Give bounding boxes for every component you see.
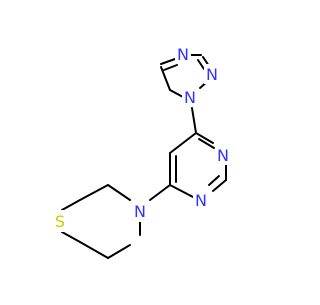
bond-triazole-n-c-double-right-2 — [197, 59, 205, 70]
atom-n-triazole-right: N — [206, 65, 218, 84]
atom-n-pyrimidine-upper: N — [217, 146, 229, 165]
bond-pyrimidine-thiomorpholine — [149, 184, 171, 201]
bond-pyr-c-n-lower-double-2 — [208, 175, 220, 186]
atom-labels: N N N N N N S — [52, 44, 231, 232]
pyrimidine-ring — [169, 132, 227, 198]
bond-thio-c-c-upper — [79, 184, 109, 201]
bond-triazole-c-c — [160, 66, 171, 91]
bond-pyr-n-c-bottom — [169, 184, 194, 198]
bond-pyr-c-n-double — [195, 132, 214, 144]
bond-thio-c-n-lower — [107, 244, 131, 259]
bond-pyr-c-c-top — [169, 132, 197, 154]
label-bg-s-thio — [52, 210, 68, 232]
bond-triazole-n-c-double — [160, 58, 176, 65]
label-bg-n-thio — [132, 200, 148, 222]
bond-pyr-c-n-lower-double — [212, 179, 227, 192]
label-bg-n-pyr-upper — [215, 145, 231, 165]
bond-triazole-pyrimidine — [191, 107, 197, 134]
bond-triazole-c-n — [169, 89, 184, 98]
label-bg-n-pyr-lower — [193, 190, 209, 210]
bond-thio-c-s — [61, 199, 81, 211]
atom-n-pyrimidine-lower: N — [195, 191, 207, 210]
thiomorpholine-ring — [61, 184, 141, 259]
atom-n-triazole-attach: N — [184, 88, 196, 107]
structure-canvas: N N N N N N S — [52, 44, 231, 259]
label-bg-n-attach — [182, 87, 198, 107]
atom-n-triazole-top: N — [177, 45, 189, 64]
bond-thio-s-c-lower — [61, 231, 81, 243]
atom-s-thiomorpholine: S — [55, 212, 65, 231]
label-bg-n-top — [175, 44, 191, 64]
molecule-structure: N N N N N N S — [52, 44, 231, 259]
label-bg-n-right — [204, 64, 220, 84]
bond-thio-n-c-upper — [107, 184, 131, 201]
bond-thio-c-c-lower — [79, 241, 109, 259]
bond-triazole-n-c-double-2 — [163, 64, 178, 71]
bond-pyr-c-n-double-2 — [198, 138, 215, 149]
atom-n-thiomorpholine: N — [134, 202, 146, 221]
